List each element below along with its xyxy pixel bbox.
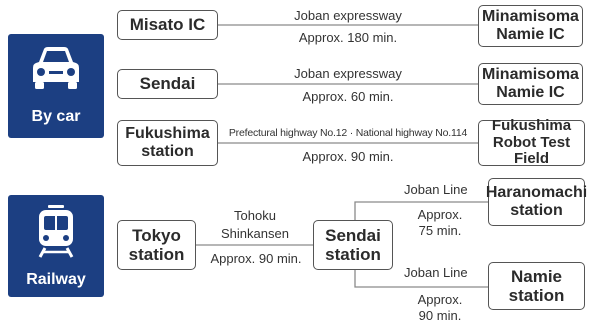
- origin-box-misato-ic: Misato IC: [117, 10, 218, 40]
- destination-box-fukushima-robot-test-field: Fukushima Robot Test Field: [478, 116, 585, 168]
- origin-line-2: station: [141, 143, 194, 160]
- hub-line-2: station: [325, 245, 381, 264]
- by-car-label: By car: [31, 108, 81, 125]
- origin-box-sendai: Sendai: [117, 69, 218, 99]
- route-name: Joban expressway: [294, 8, 402, 23]
- hub-box-sendai-station: Sendai station: [313, 220, 393, 270]
- destination-line-2: Namie IC: [496, 26, 565, 43]
- rail-branch-line-2: [354, 270, 488, 288]
- destination-line-1: Fukushima: [491, 116, 572, 134]
- hub-line-1: Sendai: [325, 225, 381, 245]
- origin-name: Sendai: [139, 74, 196, 94]
- destination-line-2: Namie IC: [496, 84, 565, 101]
- by-car-panel: By car: [8, 34, 104, 138]
- route-name: Joban expressway: [294, 66, 402, 81]
- destination-line-1: Minamisoma: [482, 66, 579, 84]
- destination-line-2: Robot Test Field: [492, 133, 571, 168]
- destination-box-haranomachi-station: Haranomachi station: [485, 178, 588, 226]
- branch-time-line-2: 75 min.: [418, 223, 462, 238]
- branch-time-line-1: Approx.: [417, 292, 463, 307]
- travel-time: Approx. 90 min.: [302, 149, 394, 164]
- origin-name: Misato IC: [129, 15, 206, 35]
- destination-line-1: Namie: [510, 266, 563, 286]
- origin-line-1: Fukushima: [125, 125, 210, 143]
- origin-box-tokyo-station: Tokyo station: [117, 220, 196, 270]
- travel-time: Approx. 60 min.: [302, 89, 394, 104]
- branch-time-line-1: Approx.: [417, 207, 463, 222]
- destination-line-1: Minamisoma: [482, 8, 579, 26]
- line-name-line-1: Tohoku: [234, 208, 276, 223]
- railway-label: Railway: [26, 271, 86, 288]
- train-icon: [38, 205, 74, 258]
- origin-line-2: station: [128, 245, 185, 264]
- origin-box-fukushima-station: Fukushima station: [117, 120, 218, 166]
- branch-line-name: Joban Line: [404, 182, 468, 197]
- line-name-line-2: Shinkansen: [221, 226, 289, 241]
- destination-line-1: Haranomachi: [485, 184, 588, 202]
- destination-box-namie-station: Namie station: [488, 262, 585, 310]
- destination-line-2: station: [508, 286, 565, 305]
- destination-box-minamisoma-namie-ic: Minamisoma Namie IC: [478, 63, 583, 105]
- origin-line-1: Tokyo: [132, 225, 181, 245]
- travel-time: Approx. 90 min.: [210, 251, 302, 266]
- branch-line-name: Joban Line: [404, 265, 468, 280]
- travel-time: Approx. 180 min.: [298, 30, 398, 45]
- railway-panel: Railway: [8, 195, 104, 297]
- rail-branch-line-1: [354, 201, 488, 222]
- branch-time-line-2: 90 min.: [418, 308, 462, 323]
- route-name: Prefectural highway No.12 · National hig…: [228, 127, 468, 139]
- destination-line-2: station: [510, 202, 563, 219]
- destination-box-minamisoma-namie-ic: Minamisoma Namie IC: [478, 5, 583, 47]
- car-icon: [33, 47, 79, 89]
